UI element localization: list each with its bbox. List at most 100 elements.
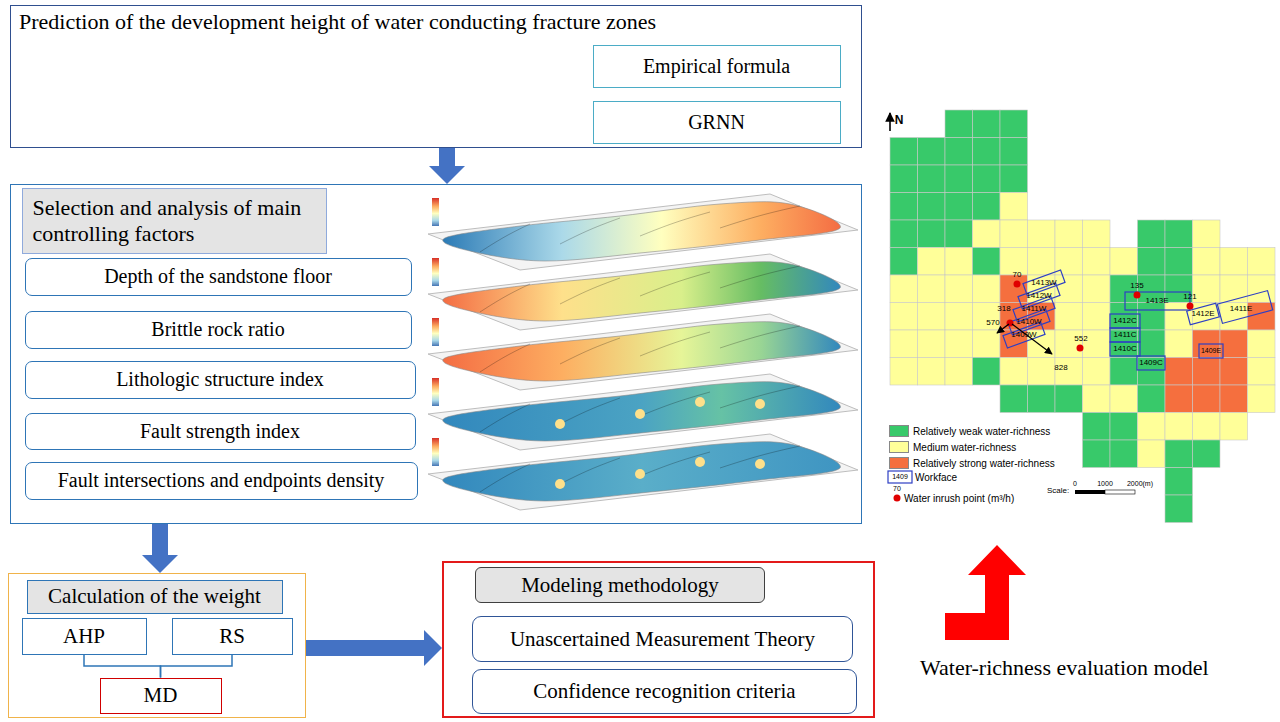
map-label: 828 — [1054, 364, 1067, 373]
anomaly-spot — [695, 397, 705, 407]
grid-cell — [1110, 358, 1138, 386]
factor-box: Lithologic structure index — [25, 361, 416, 399]
contour-line — [560, 398, 620, 424]
contour-line — [640, 212, 710, 236]
grid-cell — [1220, 358, 1248, 386]
panel: Selection and analysis of main controlli… — [10, 184, 862, 524]
grid-cell — [1193, 413, 1221, 441]
legend-entry: Relatively weak water-richness — [889, 425, 1050, 437]
grid-cell — [1110, 385, 1138, 413]
grid-cell — [890, 330, 918, 358]
map-label: 1409 — [892, 473, 908, 481]
color-bar — [432, 198, 439, 226]
block-arrow — [142, 524, 178, 573]
weight-box: AHP — [22, 618, 147, 655]
grid-cell — [1000, 385, 1028, 413]
grid-cell — [973, 165, 1001, 193]
grid-cell — [1083, 440, 1111, 468]
map-plane — [428, 254, 858, 330]
grid-cell — [973, 138, 1001, 166]
contour-line — [560, 458, 620, 484]
grid-cell — [1055, 275, 1083, 303]
grid-cell — [1165, 413, 1193, 441]
heading-box: Selection and analysis of main controlli… — [22, 188, 327, 254]
grid-cell — [918, 193, 946, 221]
box-text: Depth of the sandstone floor — [104, 265, 332, 288]
workface-outline — [1217, 291, 1272, 324]
weight-box: RS — [172, 618, 293, 655]
grid-cell — [945, 275, 973, 303]
map-label: 1409C — [1139, 359, 1163, 368]
workface-outline — [1110, 314, 1140, 328]
grid-cell — [1083, 413, 1111, 441]
anomaly-spot — [555, 479, 565, 489]
inrush-point — [1134, 292, 1141, 299]
grid-cell — [1028, 358, 1056, 386]
method-box: Unascertained Measurement Theory — [472, 616, 853, 662]
map-label: 1411W — [1022, 305, 1047, 314]
grid-cell — [1000, 193, 1028, 221]
contour-line — [560, 278, 620, 304]
grid-cell — [945, 138, 973, 166]
map-plane — [428, 434, 858, 510]
grid-cell — [1248, 248, 1276, 276]
legend-entry: Relatively strong water-richness — [889, 457, 1055, 469]
grid-cell — [1138, 440, 1166, 468]
contour-line — [480, 344, 530, 372]
box-text: RS — [219, 624, 245, 648]
grid-cell — [890, 303, 918, 331]
grid-cell — [1055, 220, 1083, 248]
panel: Modeling methodologyUnascertained Measur… — [442, 561, 875, 718]
grid-cell — [918, 330, 946, 358]
box-text: Lithologic structure index — [116, 368, 324, 391]
grid-cell — [1083, 385, 1111, 413]
grid-cell — [1193, 358, 1221, 386]
map-label: N — [895, 114, 904, 127]
contour-line — [480, 284, 530, 312]
method-box: Empirical formula — [593, 45, 841, 88]
grid-cell — [1138, 413, 1166, 441]
grid-cell — [1083, 275, 1111, 303]
scale-label: Scale: — [1047, 487, 1069, 496]
grid-cell — [918, 275, 946, 303]
grid-cell — [918, 303, 946, 331]
grid-cell — [1165, 330, 1193, 358]
block-arrow — [306, 630, 442, 666]
workface-outline — [1125, 292, 1190, 310]
legend-entry: Medium water-richness — [889, 441, 1016, 453]
grid-cell — [945, 165, 973, 193]
grid-cell — [1055, 358, 1083, 386]
arrow-head — [429, 166, 465, 184]
grid-cell — [1000, 275, 1028, 303]
grid-cell — [1138, 248, 1166, 276]
grid-cell — [973, 220, 1001, 248]
map-label: 1409E — [1201, 347, 1221, 355]
factor-contour-map — [443, 202, 841, 261]
grid-cell — [1165, 440, 1193, 468]
map-label: 70 — [893, 485, 901, 493]
grid-cell — [1110, 413, 1138, 441]
arrow-shaft — [306, 640, 424, 656]
inrush-point — [1014, 281, 1021, 288]
legend-entry: Water inrush point (m³/h) — [904, 493, 1014, 504]
grid-cell — [1138, 303, 1166, 331]
grid-cell — [890, 275, 918, 303]
grid-cell — [1083, 248, 1111, 276]
contour-line — [560, 218, 620, 244]
scale-label: 0 — [1073, 480, 1077, 488]
grid-cell — [1110, 248, 1138, 276]
grid-cell — [1000, 220, 1028, 248]
contour-line — [640, 272, 710, 296]
contour-line — [480, 404, 530, 432]
grid-cell — [1083, 220, 1111, 248]
legend-entry: Workface — [915, 472, 957, 483]
legend-text: Relatively weak water-richness — [913, 426, 1050, 437]
legend-text: Medium water-richness — [913, 442, 1016, 453]
map-label: 570 — [986, 319, 999, 328]
grid-cell — [1248, 385, 1276, 413]
contour-line — [480, 464, 530, 492]
factor-box: Brittle rock ratio — [25, 311, 412, 349]
arrow-shaft — [439, 148, 455, 166]
grid-cell — [918, 165, 946, 193]
contour-line — [720, 326, 800, 348]
